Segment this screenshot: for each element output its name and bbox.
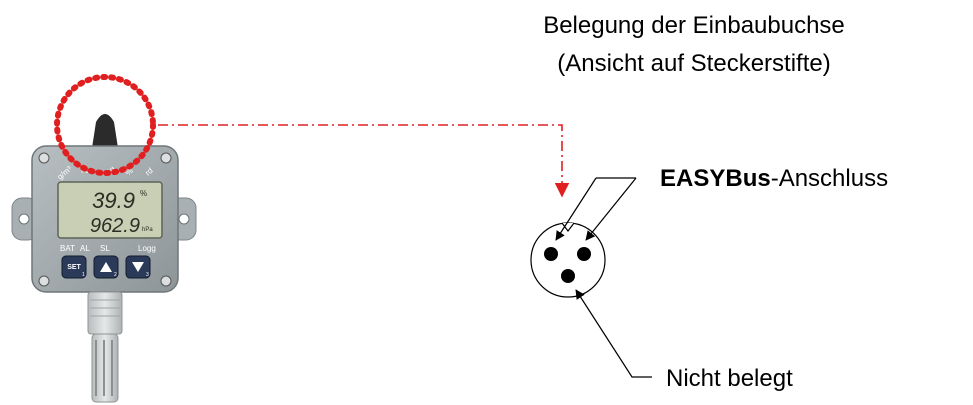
device-top-label: rd — [144, 166, 155, 177]
down-button[interactable]: 3 — [125, 255, 151, 279]
diagram-title-line1: Belegung der Einbaubuchse — [543, 12, 845, 39]
screw-icon — [160, 275, 172, 287]
set-button-number: 1 — [82, 272, 85, 278]
set-button-label: SET — [67, 264, 81, 271]
screw-icon — [160, 152, 172, 164]
triangle-up-icon — [100, 262, 112, 272]
indicator-bat: BAT — [60, 244, 75, 253]
leader-line — [158, 124, 570, 198]
indicator-al: AL — [80, 244, 90, 253]
highlight-circle — [54, 74, 156, 176]
down-button-number: 3 — [146, 272, 149, 278]
pointer-unused — [575, 289, 652, 378]
device-top-label: % — [124, 166, 135, 177]
pin-1 — [544, 247, 558, 261]
screw-icon — [38, 275, 50, 287]
diagram-title-line2: (Ansicht auf Steckerstifte) — [557, 50, 830, 77]
triangle-down-icon — [132, 262, 144, 272]
probe-collar — [87, 291, 123, 335]
unused-label: Nicht belegt — [666, 365, 793, 392]
pin-2 — [577, 247, 591, 261]
screw-icon — [38, 152, 50, 164]
easybus-label: EASYBus-Anschluss — [660, 165, 888, 192]
pointer-easybus-2 — [585, 177, 637, 241]
device-illustration: g/m³ °C Kg % rd 39.9 % 962.9 hPa BAT AL … — [11, 114, 197, 403]
indicator-sl: SL — [100, 244, 110, 253]
connector-nub — [92, 114, 118, 148]
pointer-easybus-1b — [555, 177, 597, 241]
socket-outline — [530, 222, 606, 298]
connector-socket — [530, 222, 606, 298]
up-button-number: 2 — [114, 272, 117, 278]
indicator-logg: Logg — [138, 244, 156, 253]
lcd-unit-bottom: hPa — [142, 227, 153, 233]
up-button[interactable]: 2 — [93, 255, 119, 279]
set-button[interactable]: SET 1 — [61, 255, 87, 279]
pin-3 — [561, 269, 575, 283]
lcd-reading-bottom: 962.9 — [90, 215, 140, 237]
lcd-reading-top: 39.9 — [92, 188, 135, 213]
lcd-unit-top: % — [140, 189, 147, 198]
lcd-display — [57, 181, 163, 239]
